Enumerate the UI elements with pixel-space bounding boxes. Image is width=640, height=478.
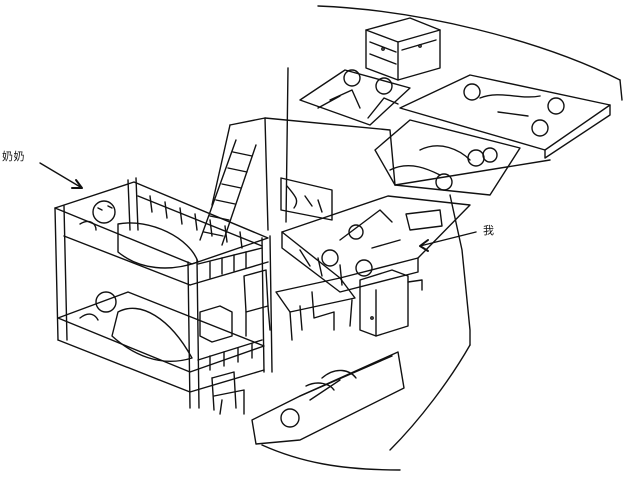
- table-and-chairs: [199, 269, 423, 415]
- pole: [285, 67, 289, 223]
- bunk-bed: [54, 177, 273, 409]
- building-outline: [211, 5, 623, 471]
- chest-of-drawers: [365, 17, 441, 81]
- arrow-me: [419, 231, 477, 252]
- wall-picture: [280, 177, 333, 221]
- arrow-grandma: [39, 162, 83, 189]
- floor-bed: [251, 351, 405, 445]
- hanging-bed: [281, 195, 471, 293]
- loft-children: [299, 69, 611, 196]
- me-label: 我: [483, 224, 495, 237]
- grandma-label: 奶奶: [2, 150, 25, 163]
